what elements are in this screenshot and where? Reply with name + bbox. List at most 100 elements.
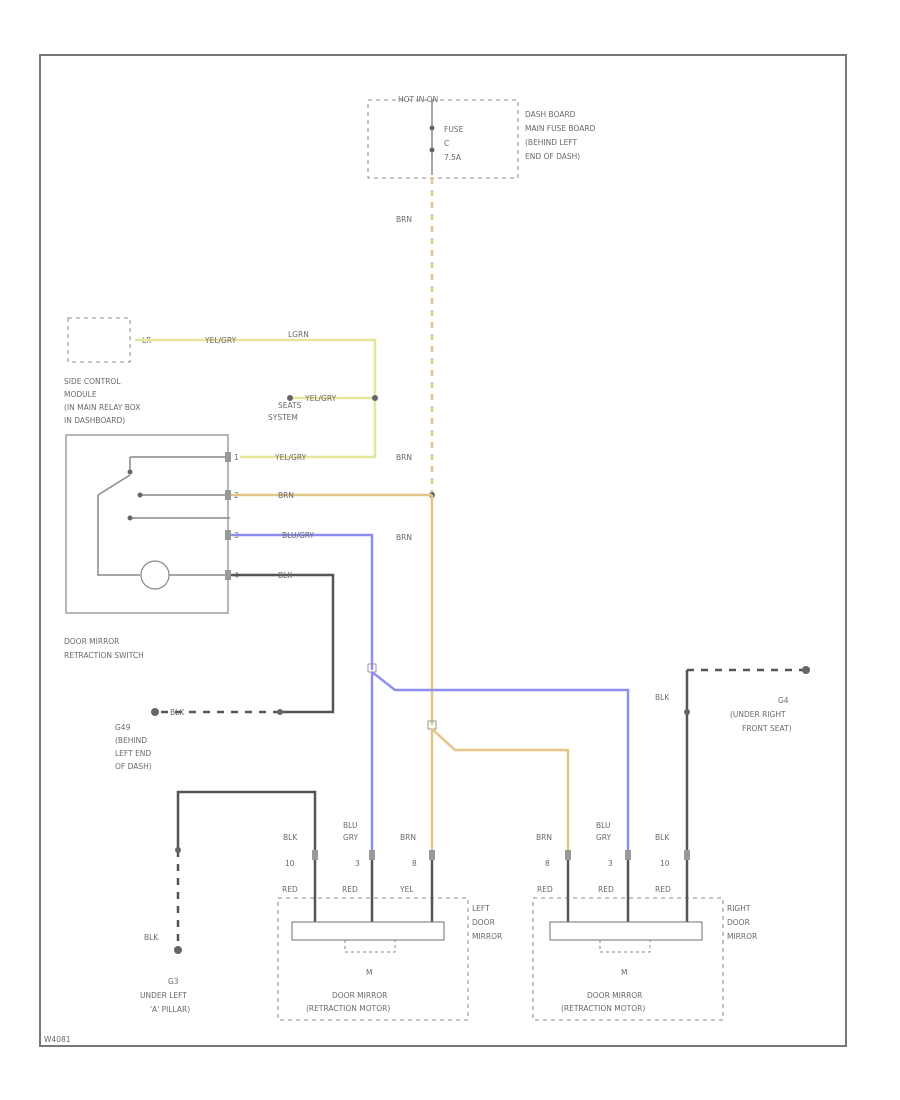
fuse-location-line-3: (BEHIND LEFT (525, 138, 578, 147)
wire-label-blk-2: BLK (170, 708, 185, 717)
wire-label-blk-1: BLK (278, 571, 293, 580)
switch-pin-4 (225, 570, 231, 580)
left-mirror-motor-symbol: M (366, 968, 372, 977)
fuse-location-line-1: DASH BOARD (525, 110, 576, 119)
side-control-module: LR SIDE CONTROL MODULE (IN MAIN RELAY BO… (64, 317, 151, 425)
left-mirror-name-line-3: MIRROR (472, 932, 502, 941)
fuse-box-outline (367, 99, 519, 179)
module-label-line-4: IN DASHBOARD) (64, 416, 125, 425)
fuse-label: FUSE (444, 125, 464, 134)
module-label-line-3: (IN MAIN RELAY BOX (64, 403, 140, 412)
right-mirror-motor-body (549, 921, 703, 941)
left-mirror-wire-gry: GRY (343, 833, 359, 842)
right-mirror-red-2: RED (598, 885, 614, 894)
switch-pin-2 (225, 490, 231, 500)
right-mirror-red-3: RED (655, 885, 671, 894)
switch-contact-a (127, 469, 133, 475)
ground-g49-line-4: OF DASH) (115, 762, 152, 771)
switch-outline (65, 434, 229, 614)
right-mirror-caption-line-1: DOOR MIRROR (587, 991, 642, 1000)
left-mirror-motor-link (344, 940, 396, 953)
wire-label-yel-gry-3: YEL/GRY (274, 453, 307, 462)
left-mirror-pin-3 (429, 850, 435, 860)
fuse-box-header: HOT IN ON (398, 95, 438, 104)
ground-g49-line-2: (BEHIND (115, 736, 147, 745)
right-mirror-pin-label-1: 8 (545, 859, 550, 868)
ground-g3-line-2: UNDER LEFT (140, 991, 187, 1000)
right-mirror-pin-3 (684, 850, 690, 860)
ground-g49-line-1: G49 (115, 723, 131, 732)
right-mirror-red-1: RED (537, 885, 553, 894)
wire-label-brn-1: BRN (396, 215, 412, 224)
left-mirror-red-1: RED (282, 885, 298, 894)
left-mirror-name-line-2: DOOR (472, 918, 495, 927)
right-mirror-outline (532, 897, 724, 1021)
ground-g4-line-2: (UNDER RIGHT (730, 710, 786, 719)
connector-g3-wire (175, 847, 181, 853)
wire-label-brn-3: BRN (396, 533, 412, 542)
right-mirror-wire-gry: GRY (596, 833, 612, 842)
wire-label-brn-4: BRN (278, 491, 294, 500)
fuse-terminal-bottom (429, 147, 435, 153)
left-mirror-pin-label-1: 10 (285, 859, 295, 868)
ground-g49-icon (151, 708, 159, 716)
switch-label-line-1: DOOR MIRROR (64, 637, 119, 646)
wire-blu-right-mirror (371, 671, 630, 850)
left-mirror-pin-1 (312, 850, 318, 860)
left-mirror-wire-blu: BLU (343, 821, 357, 830)
switch-contact-b (137, 492, 143, 498)
wire-label-blk-3: BLK (144, 933, 159, 942)
wire-blu-gry-switch (231, 533, 374, 670)
seats-connector (287, 395, 293, 401)
left-mirror-caption-line-2: (RETRACTION MOTOR) (306, 1004, 390, 1013)
left-mirror-wire-brn: BRN (400, 833, 416, 842)
fuse-terminal-top (429, 125, 435, 131)
wire-label-lgrn: LGRN (288, 330, 309, 339)
right-mirror-name-line-2: DOOR (727, 918, 750, 927)
diagram-border (39, 54, 847, 1047)
wire-label-blk-4: BLK (655, 693, 670, 702)
left-door-mirror: BLK BLU GRY BRN 10 3 8 RED RED YEL M LEF… (277, 821, 502, 1021)
ground-g4-icon (802, 666, 810, 674)
left-mirror-yel: YEL (399, 885, 414, 894)
switch-contact-c (127, 515, 133, 521)
left-mirror-pin-label-2: 3 (355, 859, 360, 868)
seats-system-line-2: SYSTEM (268, 413, 298, 422)
ground-g3-line-3: 'A' PILLAR) (150, 1005, 190, 1014)
ground-g4-line-1: G4 (778, 696, 789, 705)
seats-system-line-1: SEATS (278, 401, 302, 410)
switch-internal-4 (97, 495, 140, 576)
right-mirror-wire-brn: BRN (536, 833, 552, 842)
fuse-rating: 7.5A (444, 153, 462, 162)
ground-g4-line-3: FRONT SEAT) (742, 724, 792, 733)
switch-pin-label-1: 1 (234, 453, 239, 462)
left-mirror-name-line-1: LEFT (472, 904, 490, 913)
retraction-switch: 1 2 3 4 DOOR MIRROR RETRACTION SWITCH (64, 434, 239, 660)
module-outline (67, 317, 131, 363)
right-mirror-name-line-1: RIGHT (727, 904, 751, 913)
wire-blk-left-mirror (176, 790, 317, 850)
connector-g49-wire (277, 709, 283, 715)
switch-pin-3 (225, 530, 231, 540)
wire-label-brn-2: BRN (396, 453, 412, 462)
right-mirror-name-line-3: MIRROR (727, 932, 757, 941)
left-mirror-pin-label-3: 8 (412, 859, 417, 868)
switch-lamp-icon (140, 560, 170, 590)
wire-blk-switch (231, 573, 335, 714)
fuse-box: HOT IN ON FUSE C 7.5A DASH BOARD MAIN FU… (367, 95, 596, 179)
fuse-location-line-4: END OF DASH) (525, 152, 580, 161)
right-mirror-caption-line-2: (RETRACTION MOTOR) (561, 1004, 645, 1013)
module-label-line-1: SIDE CONTROL (64, 377, 121, 386)
splice-yel (372, 395, 378, 401)
fuse-id: C (444, 139, 449, 148)
right-mirror-wire-blu: BLU (596, 821, 610, 830)
wire-label-yel-gry-2: YEL/GRY (304, 394, 337, 403)
right-mirror-motor-symbol: M (621, 968, 627, 977)
ground-g49-line-3: LEFT END (115, 749, 151, 758)
switch-contact-arm (97, 474, 131, 496)
left-mirror-motor-body (291, 921, 445, 941)
connector-g4-wire (684, 709, 690, 715)
fuse-location-line-2: MAIN FUSE BOARD (525, 124, 596, 133)
ground-g3-icon (174, 946, 182, 954)
wire-brn-right-mirror (431, 728, 570, 850)
